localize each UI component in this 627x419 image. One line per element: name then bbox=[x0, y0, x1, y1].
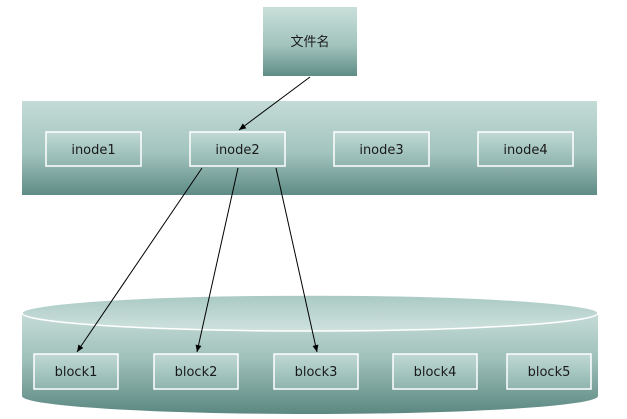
block-label: block1 bbox=[55, 365, 98, 380]
block-box bbox=[506, 353, 592, 390]
block-label: block3 bbox=[295, 365, 338, 380]
block-box bbox=[153, 353, 239, 390]
file-name-node: 文件名 bbox=[263, 7, 357, 76]
block-node-4: block4 bbox=[392, 353, 478, 390]
cylinder-top bbox=[21, 294, 599, 332]
inode-label: inode2 bbox=[215, 143, 259, 158]
inode-box bbox=[45, 131, 142, 167]
inode-label: inode3 bbox=[359, 143, 403, 158]
inode-table: inode1 inode2 inode3 inode4 bbox=[22, 101, 597, 195]
block-node-2: block2 bbox=[153, 353, 239, 390]
block-storage-cylinder: block1 block2 block3 block4 block5 bbox=[21, 294, 599, 414]
block-box bbox=[392, 353, 478, 390]
inode-node-1: inode1 bbox=[45, 131, 142, 167]
arrow-inode2-to-block1 bbox=[76, 167, 203, 353]
arrow-inode2-to-block2 bbox=[195, 167, 239, 353]
block-node-5: block5 bbox=[506, 353, 592, 390]
block-label: block4 bbox=[414, 365, 457, 380]
inode-node-3: inode3 bbox=[333, 131, 430, 167]
block-label: block5 bbox=[528, 365, 571, 380]
block-label: block2 bbox=[175, 365, 218, 380]
inode-box bbox=[189, 131, 286, 167]
file-name-box bbox=[263, 7, 357, 76]
inode-box bbox=[477, 131, 574, 167]
inode-label: inode1 bbox=[71, 143, 115, 158]
inode-box bbox=[333, 131, 430, 167]
block-box bbox=[33, 353, 119, 390]
block-node-3: block3 bbox=[273, 353, 359, 390]
inode-node-2: inode2 bbox=[189, 131, 286, 167]
arrow-inode2-to-block3 bbox=[275, 167, 319, 353]
inode-node-4: inode4 bbox=[477, 131, 574, 167]
arrows bbox=[76, 76, 319, 353]
arrow-filename-to-inode2 bbox=[238, 76, 311, 131]
inode-label: inode4 bbox=[503, 143, 547, 158]
file-name-label: 文件名 bbox=[290, 34, 329, 50]
block-box bbox=[273, 353, 359, 390]
block-node-1: block1 bbox=[33, 353, 119, 390]
